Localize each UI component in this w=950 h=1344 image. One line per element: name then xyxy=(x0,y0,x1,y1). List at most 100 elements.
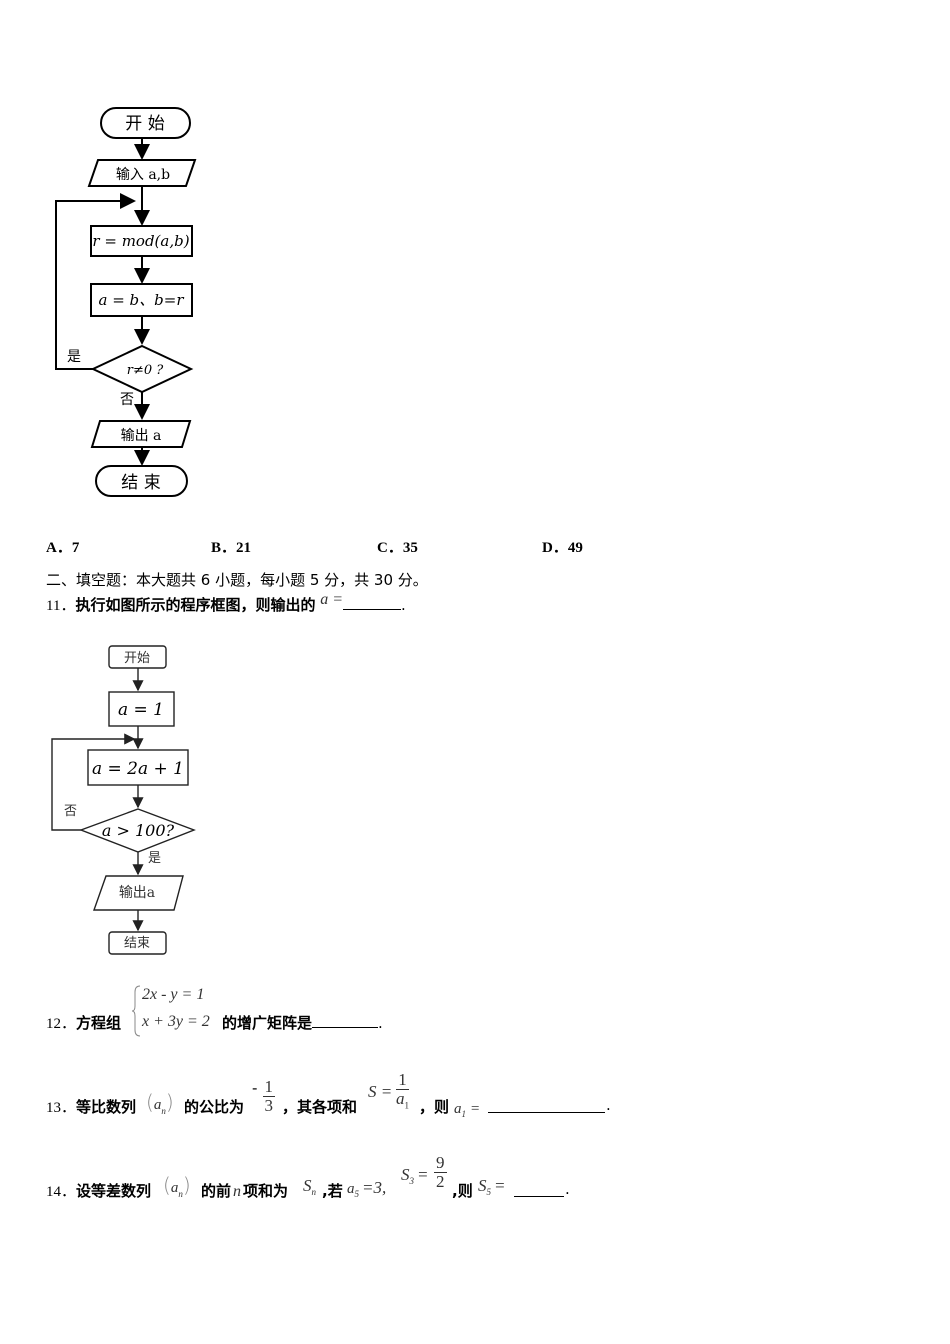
q14-a5-val: =3, xyxy=(362,1178,387,1197)
q14-text5: ,则 xyxy=(452,1182,473,1200)
q14-a5-sub: 5 xyxy=(354,1189,360,1200)
q14-seq-sub: n xyxy=(178,1189,183,1199)
q13-a1-a: a xyxy=(454,1101,462,1117)
option-a[interactable]: A．7 xyxy=(46,540,80,556)
fc1-start-shape xyxy=(100,107,191,139)
fc2-end-text: 结束 xyxy=(124,936,150,951)
q14-seq: (an) xyxy=(163,1173,191,1199)
fc1-step1-text: r = mod(a,b) xyxy=(92,232,189,250)
q13-sum-den: a xyxy=(396,1089,405,1108)
fc2-step-text: a = 2a + 1 xyxy=(92,759,184,779)
q12-eq1: 2x - y = 1 xyxy=(142,986,205,1003)
q13-text4: ，则 xyxy=(419,1098,450,1116)
fc2-output-shape xyxy=(93,875,184,911)
q12-eq2: x + 3y = 2 xyxy=(142,1013,210,1030)
fc2-loop-line xyxy=(51,733,136,831)
q13-sum-lhs: S = xyxy=(368,1082,393,1101)
q14-S3-S: S xyxy=(401,1165,410,1184)
option-b[interactable]: B．21 xyxy=(211,540,252,556)
fc1-loop-line xyxy=(55,193,136,370)
q13-a1-sub: 1 xyxy=(461,1109,467,1120)
question-12: 12．方程组 xyxy=(46,1012,121,1033)
fc1-condition-text: r≠0 ? xyxy=(127,363,165,378)
q14-S5: S5= xyxy=(478,1176,505,1197)
q11-text: 执行如图所示的程序框图，则输出的 xyxy=(75,596,316,614)
q14-number: 14． xyxy=(46,1184,77,1200)
fc2-output-text: 输出a xyxy=(119,885,155,901)
fc1-end-text: 结 束 xyxy=(121,473,160,493)
q12-number: 12． xyxy=(46,1016,77,1032)
q14-S3: S3= xyxy=(401,1165,428,1186)
q12-end: . xyxy=(378,1014,383,1032)
fc2-yes-label: 是 xyxy=(148,851,161,866)
q14-S3-num: 9 xyxy=(434,1153,447,1173)
q13-a1-eq: = xyxy=(470,1101,481,1117)
q13-seq-a: a xyxy=(153,1097,162,1113)
q11-var: a = xyxy=(320,591,344,608)
q14-S5-sub: 5 xyxy=(486,1187,492,1198)
fc2-init-text: a = 1 xyxy=(118,700,164,720)
q12-text2: 的增广矩阵是 xyxy=(222,1014,313,1032)
fc1-yes-label: 是 xyxy=(67,349,81,365)
q14-S3-den: 2 xyxy=(436,1172,445,1191)
q14-end: . xyxy=(565,1180,570,1198)
q13-a1: a1= xyxy=(454,1098,480,1119)
fc1-step2-text: a = b、b=r xyxy=(99,291,185,309)
q14-seq-a: a xyxy=(170,1180,179,1196)
question-11: 11．执行如图所示的程序框图，则输出的 a =. xyxy=(46,591,406,615)
fc2-end-shape xyxy=(108,931,167,955)
option-c[interactable]: C．35 xyxy=(377,540,418,556)
fc2-start-text: 开始 xyxy=(124,651,150,666)
q11-number: 11． xyxy=(46,598,76,614)
question-14: 14．设等差数列 xyxy=(46,1180,151,1201)
q13-ratio-num: 1 xyxy=(262,1077,275,1097)
q13-seq-sub: n xyxy=(161,1106,166,1116)
q13-text1: 等比数列 xyxy=(76,1098,137,1116)
option-d[interactable]: D．49 xyxy=(542,540,583,556)
q14-Sn-S: S xyxy=(303,1176,312,1195)
q14-text3: 项和为 xyxy=(243,1182,289,1200)
q13-number: 13． xyxy=(46,1100,77,1116)
q12-system: 2x - y = 1 x + 3y = 2 xyxy=(131,984,222,1038)
q12-blank[interactable] xyxy=(312,1013,379,1028)
fc2-init-shape xyxy=(108,691,175,727)
q12-text1: 方程组 xyxy=(76,1014,122,1032)
q11-blank[interactable] xyxy=(343,595,402,610)
q14-a5: a5=3, xyxy=(347,1178,386,1199)
fc1-no-label: 否 xyxy=(120,392,134,408)
section-heading: 二、填空题：本大题共 6 小题，每小题 5 分，共 30 分。 xyxy=(46,571,428,589)
q13-blank[interactable] xyxy=(488,1098,605,1113)
q14-S3-eq: = xyxy=(417,1165,429,1184)
q14-Sn: Sn xyxy=(303,1176,316,1197)
q14-n: n xyxy=(233,1183,242,1200)
q14-text2: 的前 xyxy=(201,1182,232,1200)
q13-sum-den-sub: 1 xyxy=(404,1100,410,1111)
question-13: 13．等比数列 xyxy=(46,1096,136,1117)
fc2-condition-text: a > 100? xyxy=(102,821,175,840)
q11-end: . xyxy=(401,596,406,614)
q13-seq: (an) xyxy=(146,1090,174,1116)
q14-S5-eq: = xyxy=(494,1176,506,1195)
q13-end: . xyxy=(606,1096,611,1114)
fc1-input-text: 输入 a,b xyxy=(116,167,170,183)
q14-S3-sub: 3 xyxy=(409,1176,415,1187)
q14-blank[interactable] xyxy=(514,1182,564,1197)
fc1-start-text: 开 始 xyxy=(125,114,164,134)
fc1-output-shape xyxy=(90,420,192,448)
q13-text2: 的公比为 xyxy=(184,1098,245,1116)
fc1-output-text: 输出 a xyxy=(121,428,162,444)
q13-sum-num: 1 xyxy=(396,1071,409,1090)
q12-tail: 的增广矩阵是. xyxy=(222,1012,383,1033)
q14-text4: ,若 xyxy=(322,1182,343,1200)
fc1-input-shape xyxy=(87,159,197,187)
q14-text1: 设等差数列 xyxy=(76,1182,152,1200)
q14-a5-a: a xyxy=(347,1181,355,1197)
q14-S5-S: S xyxy=(478,1176,487,1195)
q13-ratio-sign: - xyxy=(252,1078,258,1097)
